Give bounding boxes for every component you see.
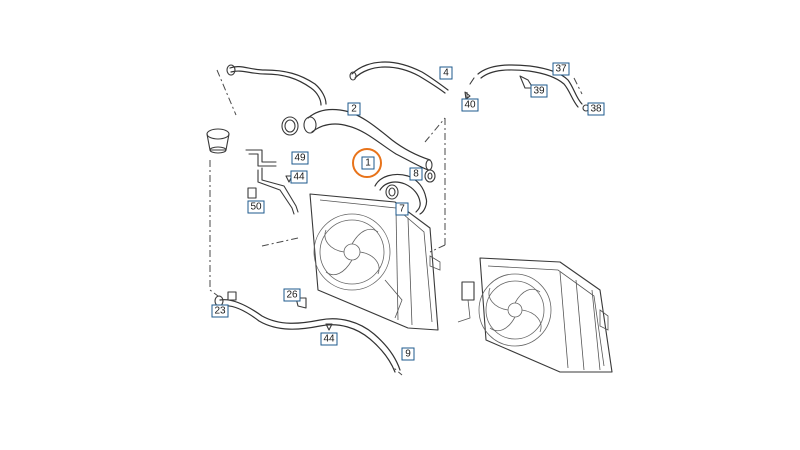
callout-44-upper[interactable]: 44	[290, 170, 308, 184]
callout-4-label: 4	[443, 68, 449, 79]
callout-40-label: 40	[464, 100, 476, 111]
callout-7[interactable]: 7	[395, 202, 409, 216]
lower-hose-9	[214, 291, 401, 373]
upper-hose-left	[226, 64, 327, 106]
callout-26-label: 26	[286, 290, 298, 301]
callout-38-label: 38	[590, 104, 602, 115]
callout-37-label: 37	[555, 64, 567, 75]
hose-49-50	[245, 149, 299, 215]
callout-44-lower-label: 44	[323, 334, 335, 345]
callout-1[interactable]: 1	[361, 156, 375, 170]
callout-49-label: 49	[294, 153, 306, 164]
callout-37[interactable]: 37	[552, 62, 570, 76]
callout-7-label: 7	[399, 204, 405, 215]
callout-38[interactable]: 38	[587, 102, 605, 116]
callout-44-upper-label: 44	[293, 172, 305, 183]
callout-39[interactable]: 39	[530, 84, 548, 98]
hose-4	[349, 61, 449, 94]
callout-8-label: 8	[413, 169, 419, 180]
highlight-ring	[352, 148, 382, 178]
clip-44-icon	[285, 175, 333, 331]
callout-4[interactable]: 4	[439, 66, 453, 80]
callout-1-label: 1	[365, 158, 371, 169]
small-hose-1	[374, 169, 436, 215]
callout-2-label: 2	[351, 104, 357, 115]
callout-26[interactable]: 26	[283, 288, 301, 302]
main-radiator-hose	[303, 108, 433, 171]
callout-39-label: 39	[533, 86, 545, 97]
callout-44-lower[interactable]: 44	[320, 332, 338, 346]
coolant-reservoir-cap-icon	[206, 128, 230, 154]
bracket-26-icon	[295, 297, 307, 309]
hose-37	[464, 64, 590, 112]
callout-9[interactable]: 9	[401, 347, 415, 361]
callout-2[interactable]: 2	[347, 102, 361, 116]
callout-49[interactable]: 49	[291, 151, 309, 165]
callout-23[interactable]: 23	[211, 304, 229, 318]
callout-50[interactable]: 50	[247, 200, 265, 214]
hose-clamp-icon	[281, 116, 299, 136]
radiator-fan-assembly-left	[309, 193, 441, 331]
callout-9-label: 9	[405, 349, 411, 360]
callout-23-label: 23	[214, 306, 226, 317]
callout-8[interactable]: 8	[409, 167, 423, 181]
callout-40[interactable]: 40	[461, 98, 479, 112]
callout-50-label: 50	[250, 202, 262, 213]
radiator-fan-assembly-right	[457, 257, 613, 373]
